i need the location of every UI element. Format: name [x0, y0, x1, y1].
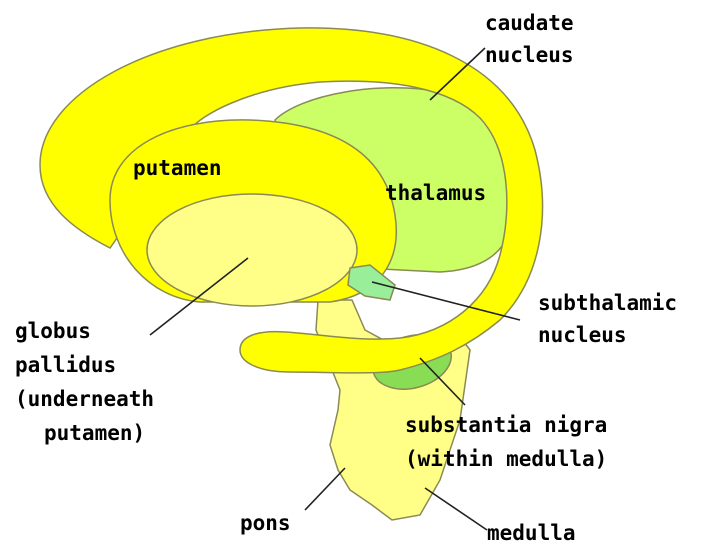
globus-label-line1: globus — [15, 319, 91, 343]
nigra-label-line2: (within medulla) — [405, 447, 607, 471]
pons-leader — [305, 468, 345, 510]
subthalamic-label-line1: subthalamic — [538, 291, 677, 315]
thalamus-label: thalamus — [385, 181, 486, 205]
globus-pallidus-shape — [147, 194, 357, 306]
globus-label-line3: (underneath — [15, 387, 154, 411]
globus-label-line2: pallidus — [15, 353, 116, 377]
pons-label: pons — [240, 511, 291, 535]
medulla-leader — [425, 488, 487, 530]
caudate-label-line2: nucleus — [485, 43, 574, 67]
putamen-label: putamen — [133, 156, 222, 180]
nigra-label-line1: substantia nigra — [405, 413, 607, 437]
globus-label-line4: putamen) — [44, 421, 145, 445]
subthalamic-label-line2: nucleus — [538, 323, 627, 347]
medulla-label: medulla — [487, 521, 576, 545]
caudate-label-line1: caudate — [485, 11, 574, 35]
